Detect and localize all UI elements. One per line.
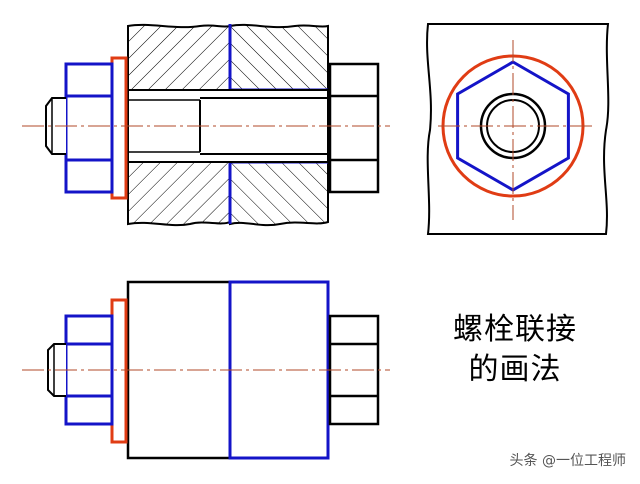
upper-plate-top-hatch — [127, 23, 231, 91]
nut — [64, 62, 114, 194]
title-line-1: 螺栓联接 — [453, 312, 577, 347]
plan-washer — [110, 298, 128, 444]
section-view — [22, 23, 390, 227]
plan-upper-plate — [126, 280, 232, 460]
lower-plate-bottom-hatch — [229, 161, 329, 227]
lower-plate-top-hatch — [229, 23, 329, 91]
title-line-2: 的画法 — [468, 352, 562, 387]
watermark: 头条 @一位工程师 — [509, 453, 626, 469]
bolt-head — [328, 62, 380, 194]
plan-view — [22, 280, 390, 460]
end-view — [426, 23, 610, 235]
washer — [110, 56, 128, 200]
upper-plate-bottom-hatch — [127, 161, 231, 227]
